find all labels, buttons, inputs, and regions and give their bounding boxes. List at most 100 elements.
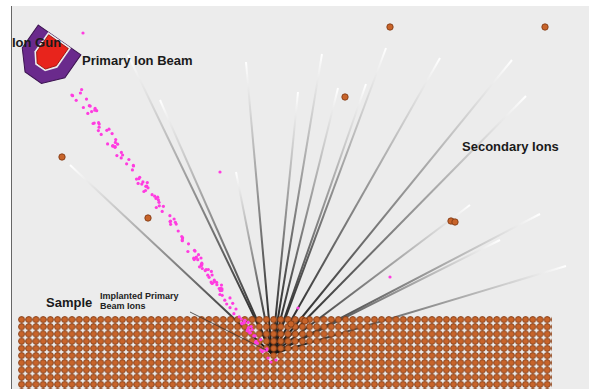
primary-ion (274, 358, 277, 361)
primary-ion (211, 282, 214, 285)
secondary-ion-ray (272, 60, 512, 354)
primary-ion (223, 299, 226, 302)
primary-ion (180, 235, 183, 238)
primary-ion (89, 105, 92, 108)
sputtered-atom (59, 154, 65, 160)
primary-ion (141, 180, 144, 183)
primary-ion (211, 282, 214, 285)
primary-ion (211, 273, 214, 276)
primary-ion (187, 242, 190, 245)
primary-beam-dots (70, 31, 391, 363)
primary-ion (251, 328, 254, 331)
primary-ion (210, 270, 213, 273)
primary-ion (90, 110, 93, 113)
primary-ion (132, 164, 135, 167)
primary-ion (79, 91, 82, 94)
sputtered-atom (288, 321, 294, 327)
primary-ion (231, 302, 234, 305)
primary-ion (225, 302, 228, 305)
primary-ion (169, 220, 172, 223)
primary-ion (388, 275, 391, 278)
primary-ion (116, 143, 119, 146)
primary-ion (204, 269, 207, 272)
primary-ion (296, 306, 299, 309)
primary-ion (92, 122, 95, 125)
primary-ion (193, 250, 196, 253)
primary-ion (169, 223, 172, 226)
primary-ion (137, 182, 140, 185)
secondary-ion-ray (128, 55, 272, 354)
primary-ion (259, 338, 262, 341)
sputtered-atom (452, 219, 458, 225)
primary-ion (240, 317, 243, 320)
primary-ion (127, 158, 130, 161)
primary-ion (151, 193, 154, 196)
primary-ion (146, 181, 149, 184)
secondary-ion-rays (70, 48, 566, 354)
leader-line (190, 312, 266, 350)
ion-gun-symbol (12, 25, 81, 93)
primary-ion (144, 185, 147, 188)
sputtered-atom (342, 94, 348, 100)
primary-ion (213, 279, 216, 282)
primary-ion (155, 206, 158, 209)
sputtered-atom (387, 24, 393, 30)
primary-ion (228, 306, 231, 309)
primary-ion (158, 204, 161, 207)
primary-ion (247, 330, 250, 333)
primary-ion (253, 334, 256, 337)
primary-ion (113, 146, 116, 149)
sputtered-atom (145, 215, 151, 221)
primary-ion (220, 284, 223, 287)
primary-ion (70, 93, 73, 96)
primary-ion (193, 249, 196, 252)
secondary-ion-ray (272, 48, 386, 354)
primary-ion (75, 99, 78, 102)
primary-ion (114, 138, 117, 141)
primary-ion (232, 312, 235, 315)
sputtered-atom (302, 318, 308, 324)
primary-ion (98, 126, 101, 129)
primary-ion (85, 98, 88, 101)
primary-ion (131, 168, 134, 171)
primary-ion (97, 121, 100, 124)
primary-ion (145, 185, 148, 188)
sample-label: Sample (46, 296, 92, 311)
secondary-ions-label: Secondary Ions (462, 140, 559, 155)
primary-ion (156, 196, 159, 199)
primary-ion (218, 170, 221, 173)
primary-ion (243, 321, 246, 324)
primary-ion (181, 239, 184, 242)
primary-ion (142, 190, 145, 193)
primary-ion (111, 132, 114, 135)
primary-ion (106, 142, 109, 145)
primary-ion (138, 176, 141, 179)
primary-ion (132, 164, 135, 167)
ion-gun-label: Ion Gun (12, 36, 61, 51)
primary-ion (71, 94, 74, 97)
primary-ion (247, 321, 250, 324)
primary-ion (221, 294, 224, 297)
primary-ion (161, 210, 164, 213)
primary-ion (80, 88, 83, 91)
primary-ion (82, 106, 85, 109)
primary-ion (228, 296, 231, 299)
primary-ion (86, 112, 89, 115)
primary-ion (169, 220, 172, 223)
secondary-ion-ray (160, 100, 272, 354)
primary-ion (120, 156, 123, 159)
primary-ion (234, 307, 237, 310)
primary-ion (207, 268, 210, 271)
primary-ion (197, 253, 200, 256)
primary-ion (194, 257, 197, 260)
implanted-ions-label: Implanted Primary Beam Ions (100, 291, 192, 312)
beam-label: Primary Ion Beam (82, 54, 193, 69)
primary-ion (97, 129, 100, 132)
primary-ion (121, 153, 124, 156)
primary-ion (81, 31, 84, 34)
primary-ion (100, 133, 103, 136)
primary-ion (115, 154, 118, 157)
primary-ion (269, 360, 272, 363)
secondary-ion-ray (272, 54, 322, 354)
